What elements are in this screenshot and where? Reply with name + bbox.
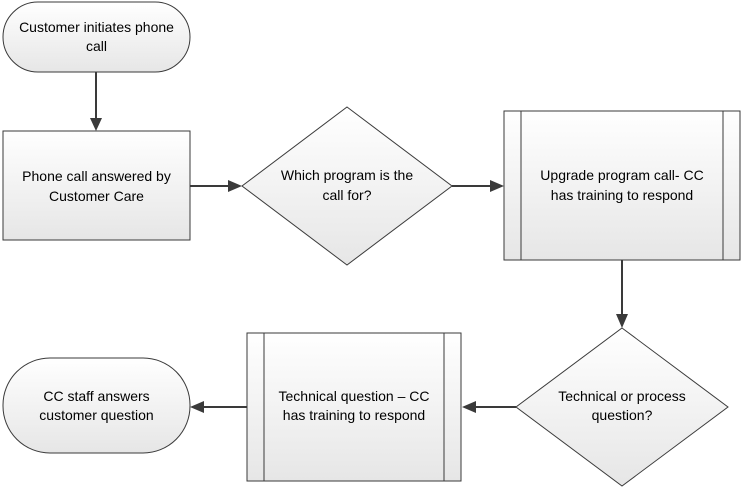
connector-technical-to-end xyxy=(190,401,247,413)
answered-label-line2: Customer Care xyxy=(49,188,144,204)
which-program-label-line2: call for? xyxy=(322,187,371,203)
answered-label-line1: Phone call answered by xyxy=(22,168,171,184)
technical-label-line2: has training to respond xyxy=(283,407,425,423)
end-label-line1: CC staff answers xyxy=(43,388,149,404)
connector-answered-to-decision xyxy=(190,180,242,192)
upgrade-predefined-process: Upgrade program call- CC has training to… xyxy=(503,110,741,261)
which-program-decision: Which program is the call for? xyxy=(241,106,453,266)
upgrade-label-line1: Upgrade program call- CC xyxy=(540,167,703,183)
which-program-label-line1: Which program is the xyxy=(281,167,413,183)
tech-or-process-decision: Technical or process question? xyxy=(515,327,729,487)
upgrade-label-line2: has training to respond xyxy=(551,187,693,203)
end-label-line2: customer question xyxy=(39,407,153,423)
tech-or-process-label-line1: Technical or process xyxy=(558,388,686,404)
start-label-line1: Customer initiates phone xyxy=(19,19,174,35)
start-label-line2: call xyxy=(86,38,107,54)
answered-process: Phone call answered by Customer Care xyxy=(2,130,191,241)
connector-question-to-technical xyxy=(462,401,516,413)
connector-decision-to-upgrade xyxy=(452,180,504,192)
technical-predefined-process: Technical question – CC has training to … xyxy=(246,332,462,482)
technical-label-line1: Technical question – CC xyxy=(279,388,430,404)
connector-start-to-answered xyxy=(90,72,102,131)
tech-or-process-label-line2: question? xyxy=(592,407,653,423)
end-terminator: CC staff answers customer question xyxy=(2,357,191,454)
connector-upgrade-to-question xyxy=(616,260,628,328)
start-terminator: Customer initiates phone call xyxy=(2,1,191,73)
